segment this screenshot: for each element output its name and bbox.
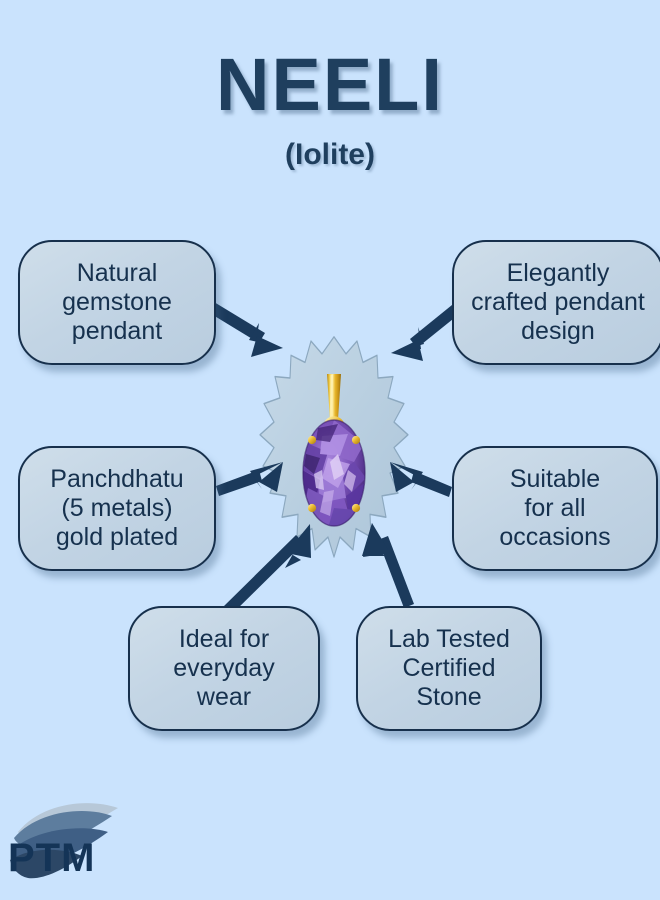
callout-line: Natural <box>76 258 158 287</box>
callout-line: Certified <box>402 653 496 682</box>
callout-line: everyday <box>173 653 275 682</box>
callout-suitable-for-all-occasions[interactable]: Suitable for all occasions <box>452 446 658 571</box>
callout-line: gold plated <box>55 523 179 552</box>
callout-line: Ideal for <box>178 624 270 653</box>
bail-highlight <box>329 375 333 419</box>
callout-line: Elegantly <box>506 258 610 287</box>
prong-icon <box>351 503 361 513</box>
callout-panchdhatu-gold-plated[interactable]: Panchdhatu (5 metals) gold plated <box>18 446 216 571</box>
callout-line: occasions <box>499 523 611 552</box>
callout-line: crafted pendant <box>471 287 645 316</box>
callout-line: design <box>521 317 595 346</box>
prong-icon <box>307 435 317 445</box>
callout-line: (5 metals) <box>61 493 173 522</box>
callout-elegantly-crafted-design[interactable]: Elegantly crafted pendant design <box>452 240 660 365</box>
callout-lab-tested-certified-stone[interactable]: Lab Tested Certified Stone <box>356 606 542 731</box>
callout-line: Lab Tested <box>388 624 510 653</box>
callout-line: pendant <box>71 317 163 346</box>
callout-line: Suitable <box>509 464 601 493</box>
callout-line: Stone <box>416 683 482 712</box>
callout-line: Panchdhatu <box>50 464 184 493</box>
title-block: NEELI (Iolite) <box>0 48 660 170</box>
callout-natural-gemstone-pendant[interactable]: Natural gemstone pendant <box>18 240 216 365</box>
prong-icon <box>307 503 317 513</box>
callout-line: gemstone <box>62 287 172 316</box>
callout-line: for all <box>524 493 586 522</box>
callout-ideal-for-everyday-wear[interactable]: Ideal for everyday wear <box>128 606 320 731</box>
logo-text: PTM <box>8 836 96 880</box>
wave-leaf-icon <box>10 803 118 879</box>
prong-icon <box>351 435 361 445</box>
callout-line: wear <box>196 683 252 712</box>
page-subtitle: (Iolite) <box>285 138 375 171</box>
product-image-starburst <box>259 336 409 558</box>
page-title: NEELI <box>216 43 444 126</box>
